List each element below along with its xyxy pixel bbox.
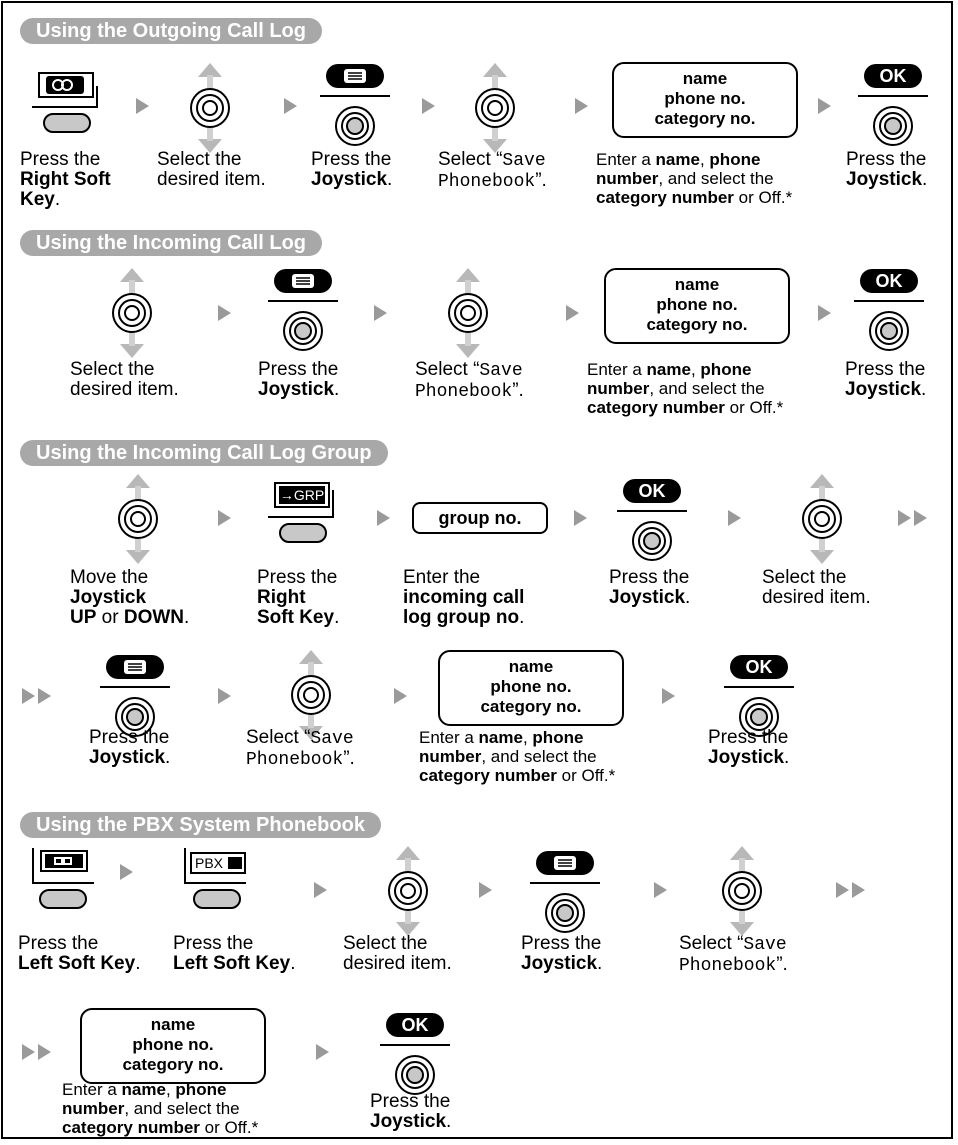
arrow-icon xyxy=(818,305,831,321)
arrow-icon xyxy=(314,882,327,898)
joystick-center-press-icon xyxy=(530,850,600,940)
arrow-icon xyxy=(218,305,231,321)
double-arrow-icon xyxy=(836,882,849,898)
double-arrow-icon xyxy=(898,510,911,526)
joystick-updown-icon xyxy=(113,474,163,564)
arrow-icon xyxy=(818,98,831,114)
arrow-icon xyxy=(575,98,588,114)
section-title: Using the Outgoing Call Log xyxy=(20,18,322,44)
arrow-icon xyxy=(728,510,741,526)
ok-press-icon: OK xyxy=(854,268,924,358)
arrow-icon xyxy=(316,1044,329,1060)
arrow-icon xyxy=(662,688,675,704)
joystick-center-press-icon xyxy=(100,654,170,744)
ok-press-icon: OK xyxy=(617,478,687,568)
arrow-icon xyxy=(394,688,407,704)
arrow-icon xyxy=(218,688,231,704)
joystick-updown-icon xyxy=(470,63,520,153)
section-pbx: Using the PBX System Phonebook PBX Press… xyxy=(0,812,958,1142)
arrow-icon xyxy=(479,882,492,898)
arrow-icon xyxy=(422,98,435,114)
arrow-icon xyxy=(574,510,587,526)
ok-press-icon: OK xyxy=(858,63,928,153)
group-no-box: group no. xyxy=(412,502,548,534)
double-arrow-icon xyxy=(852,882,865,898)
left-soft-key-icon xyxy=(26,848,96,922)
arrow-icon xyxy=(377,510,390,526)
section-title: Using the PBX System Phonebook xyxy=(20,812,381,838)
double-arrow-icon xyxy=(38,1044,51,1060)
joystick-updown-icon xyxy=(383,846,433,936)
double-arrow-icon xyxy=(22,688,35,704)
arrow-icon xyxy=(120,864,133,880)
arrow-icon xyxy=(218,510,231,526)
joystick-updown-icon xyxy=(107,268,157,358)
joystick-updown-icon xyxy=(185,63,235,153)
arrow-icon xyxy=(136,98,149,114)
arrow-icon xyxy=(566,305,579,321)
joystick-updown-icon xyxy=(797,474,847,564)
joystick-updown-icon xyxy=(717,846,767,936)
section-group: Using the Incoming Call Log Group →GRP g… xyxy=(0,440,958,810)
ok-press-icon: OK xyxy=(724,654,794,744)
section-title: Using the Incoming Call Log Group xyxy=(20,440,388,466)
arrow-icon xyxy=(374,305,387,321)
grp-soft-key-icon: →GRP xyxy=(266,482,336,556)
ok-press-icon: OK xyxy=(380,1012,450,1102)
section-title: Using the Incoming Call Log xyxy=(20,230,322,256)
joystick-updown-icon xyxy=(443,268,493,358)
double-arrow-icon xyxy=(914,510,927,526)
joystick-center-press-icon xyxy=(320,63,390,153)
arrow-icon xyxy=(284,98,297,114)
pbx-soft-key-icon: PBX xyxy=(178,848,250,922)
double-arrow-icon xyxy=(38,688,51,704)
joystick-center-press-icon xyxy=(268,268,338,358)
right-soft-key-icon xyxy=(30,72,100,146)
double-arrow-icon xyxy=(22,1044,35,1060)
arrow-icon xyxy=(654,882,667,898)
